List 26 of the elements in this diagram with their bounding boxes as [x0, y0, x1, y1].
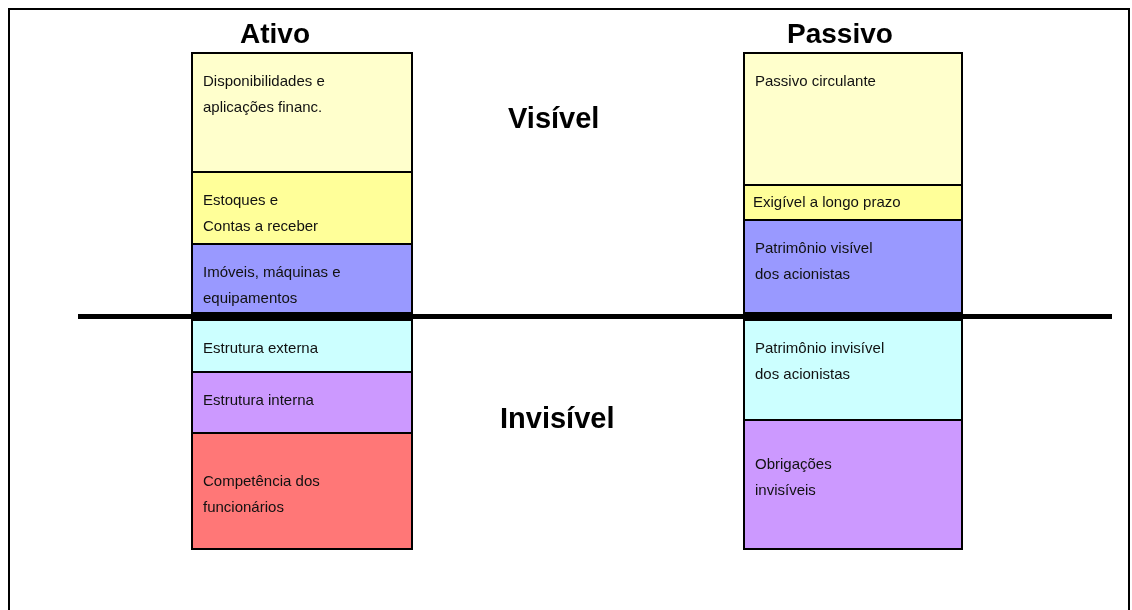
stacked-block	[191, 319, 413, 373]
stacked-block	[191, 243, 413, 314]
block-label: Imóveis, máquinas e equipamentos	[203, 262, 342, 308]
block-label: Passivo circulante	[755, 71, 876, 91]
column-heading: Ativo	[240, 18, 310, 50]
block-label: Competência dos funcionários	[203, 471, 321, 517]
block-label: Exigível a longo prazo	[753, 192, 901, 212]
stacked-block	[743, 52, 963, 186]
stacked-block	[191, 371, 413, 434]
stacked-block	[743, 184, 963, 221]
stacked-block	[191, 52, 413, 173]
stacked-block	[743, 419, 963, 550]
column-heading: Passivo	[787, 18, 893, 50]
section-heading: Invisível	[500, 402, 615, 435]
block-label: Disponibilidades e aplicações financ.	[203, 71, 326, 117]
section-heading: Visível	[508, 102, 600, 135]
block-label: Estoques e Contas a receber	[203, 190, 320, 236]
stacked-block	[743, 219, 963, 314]
block-label: Estrutura externa	[203, 338, 319, 358]
stacked-block	[191, 432, 413, 550]
block-label: Estrutura interna	[203, 390, 314, 410]
block-label: Patrimônio invisível dos acionistas	[755, 338, 886, 384]
stacked-block	[191, 171, 413, 245]
stacked-block	[743, 319, 963, 421]
block-label: Patrimônio visível dos acionistas	[755, 238, 874, 284]
block-label: Obrigações invisíveis	[755, 454, 833, 500]
